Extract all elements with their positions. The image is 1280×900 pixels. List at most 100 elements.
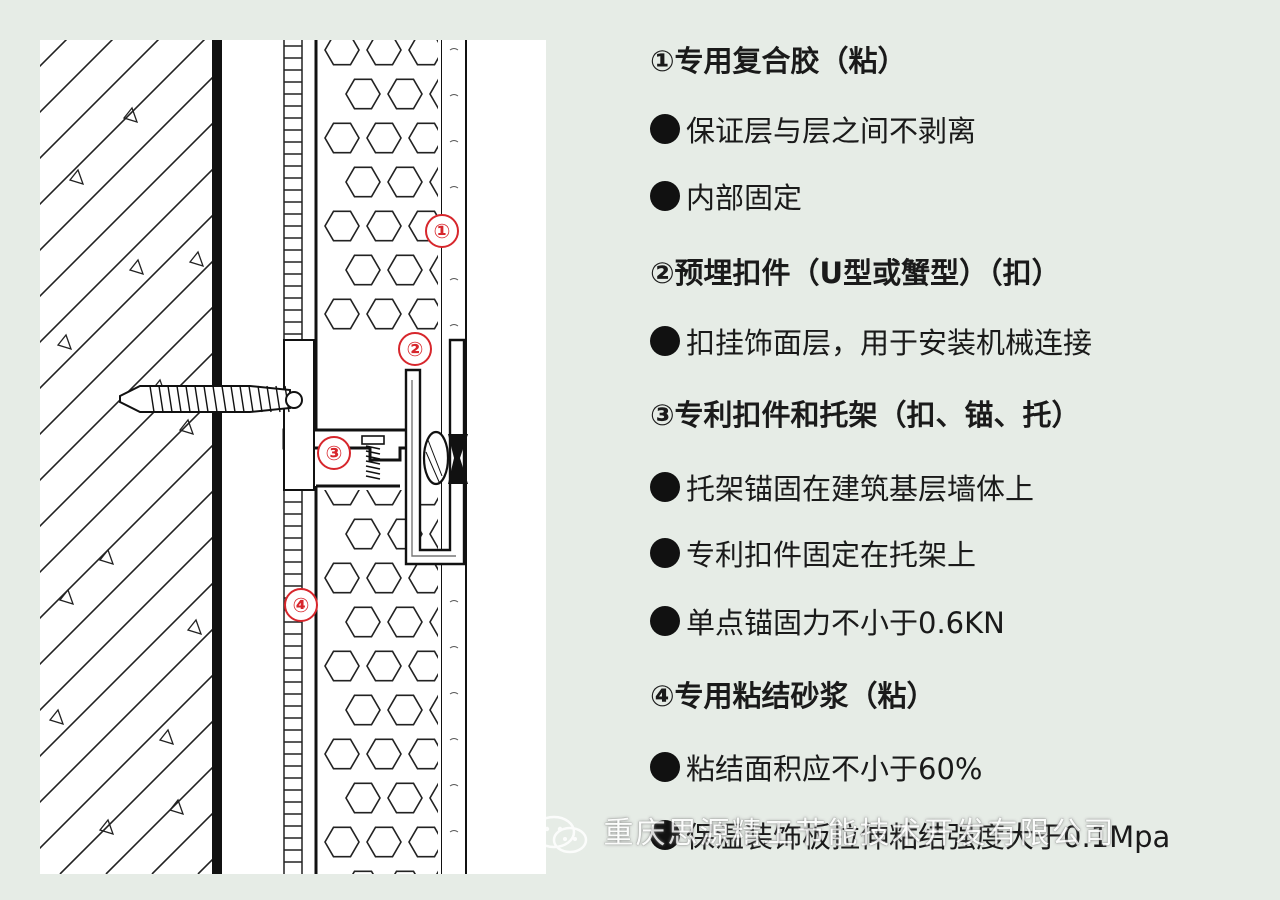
aggregate-mark <box>48 708 65 726</box>
anchor-thread <box>230 385 236 413</box>
facing-texture <box>449 324 459 327</box>
hexagon-cell <box>345 694 381 726</box>
hexagon-cell <box>408 40 438 66</box>
facing-texture <box>449 738 459 741</box>
facing-texture <box>449 830 459 833</box>
aggregate-mark <box>56 333 73 351</box>
hexagon-cell <box>429 518 438 550</box>
hatch-line <box>40 40 160 160</box>
screw-thread <box>365 465 381 470</box>
hexagon-cell <box>408 122 438 154</box>
section-3-bullet-2: 专利扣件固定在托架上 <box>650 532 976 574</box>
hexagon-cell <box>324 210 360 242</box>
hexagon-cell <box>324 738 360 770</box>
hexagon-cell <box>345 782 381 814</box>
aggregate-mark <box>98 818 115 836</box>
hexagon-cell <box>324 298 360 330</box>
hatch-line <box>40 352 212 528</box>
screw-thread <box>365 450 381 455</box>
aggregate-mark <box>98 548 115 566</box>
construction-section-diagram: ① ② ③ ④ <box>40 40 546 874</box>
hexagon-cell <box>366 298 402 330</box>
concrete-wall <box>40 40 212 874</box>
bullet-dot-icon <box>650 472 680 502</box>
hexagon-cell <box>429 166 438 198</box>
anchor-thread <box>212 385 218 413</box>
hexagon-cell <box>429 606 438 638</box>
hexagon-cell <box>352 870 374 874</box>
section-4-bullet-1: 粘结面积应不小于60% <box>650 746 982 788</box>
hexagon-cell <box>429 78 438 110</box>
facing-texture <box>449 692 459 695</box>
hexagon-cell <box>387 166 423 198</box>
facing-texture <box>449 94 459 97</box>
wechat-watermark: 重庆思源精工节能技术开发有限公司 <box>530 808 1280 858</box>
hexagon-cell <box>387 782 423 814</box>
hexagon-cell <box>366 738 402 770</box>
aggregate-mark <box>188 250 205 268</box>
hexagon-cell <box>429 254 438 286</box>
anchor-thread <box>158 385 164 413</box>
hexagon-cell <box>387 694 423 726</box>
aggregate-mark <box>178 418 195 436</box>
screw-thread <box>365 455 381 460</box>
anchor-thread <box>194 385 200 413</box>
hexagon-cell <box>429 782 438 814</box>
hexagon-cell <box>387 606 423 638</box>
aggregate-mark <box>186 618 203 636</box>
anchor-thread <box>149 385 155 413</box>
anchor-thread <box>248 385 254 413</box>
section-3-bullet-3: 单点锚固力不小于0.6KN <box>650 600 1005 642</box>
bullet-dot-icon <box>650 114 680 144</box>
anchor-thread <box>266 385 272 413</box>
section-3-bullet-1: 托架锚固在建筑基层墙体上 <box>650 466 1034 508</box>
hatch-line <box>40 582 212 758</box>
hexagon-cell <box>429 694 438 726</box>
hexagon-cell <box>366 562 402 594</box>
aggregate-mark <box>168 798 185 816</box>
hexagon-cell <box>366 40 402 66</box>
anchor-thread <box>275 385 281 413</box>
aggregate-mark <box>128 258 145 276</box>
anchor-thread <box>239 385 245 413</box>
facing-texture <box>449 646 459 649</box>
aggregate-mark <box>158 728 175 746</box>
hatch-line <box>59 720 212 874</box>
section-1-bullet-1: 保证层与层之间不剥离 <box>650 108 976 150</box>
hexagon-cell <box>324 122 360 154</box>
hexagon-cell <box>324 562 360 594</box>
hexagon-cell <box>366 650 402 682</box>
callout-4: ④ <box>284 588 318 622</box>
bullet-dot-icon <box>650 820 680 850</box>
hexagon-cell <box>324 40 360 66</box>
anchor-thread <box>221 385 227 413</box>
aggregate-mark <box>58 588 75 606</box>
anchor-thread <box>167 385 173 413</box>
hatch-line <box>40 76 212 252</box>
screw-thread <box>365 460 381 465</box>
callout-3: ③ <box>317 436 351 470</box>
bullet-dot-icon <box>650 326 680 356</box>
hatch-line <box>40 260 212 436</box>
hexagon-cell <box>394 870 416 874</box>
facing-texture <box>449 48 459 51</box>
callout-1: ① <box>425 214 459 248</box>
hexagon-cell <box>345 78 381 110</box>
screw-thread <box>365 445 381 450</box>
bullet-dot-icon <box>650 752 680 782</box>
facing-texture <box>449 140 459 143</box>
facing-texture <box>449 784 459 787</box>
section-1-title: ①专用复合胶（粘） <box>650 44 907 78</box>
hexagon-cell <box>324 826 360 858</box>
hatch-line <box>40 306 212 482</box>
hexagon-cell <box>345 254 381 286</box>
section-drawing <box>40 40 472 874</box>
section-2-title: ②预埋扣件（U型或蟹型）（扣） <box>650 256 1061 290</box>
anchor-thread <box>203 385 209 413</box>
hexagon-cell <box>387 78 423 110</box>
hexagon-cell <box>345 166 381 198</box>
hatch-line <box>40 40 206 206</box>
hatch-line <box>40 398 212 574</box>
wechat-logo-icon <box>532 815 588 853</box>
hatch-line <box>40 674 212 850</box>
